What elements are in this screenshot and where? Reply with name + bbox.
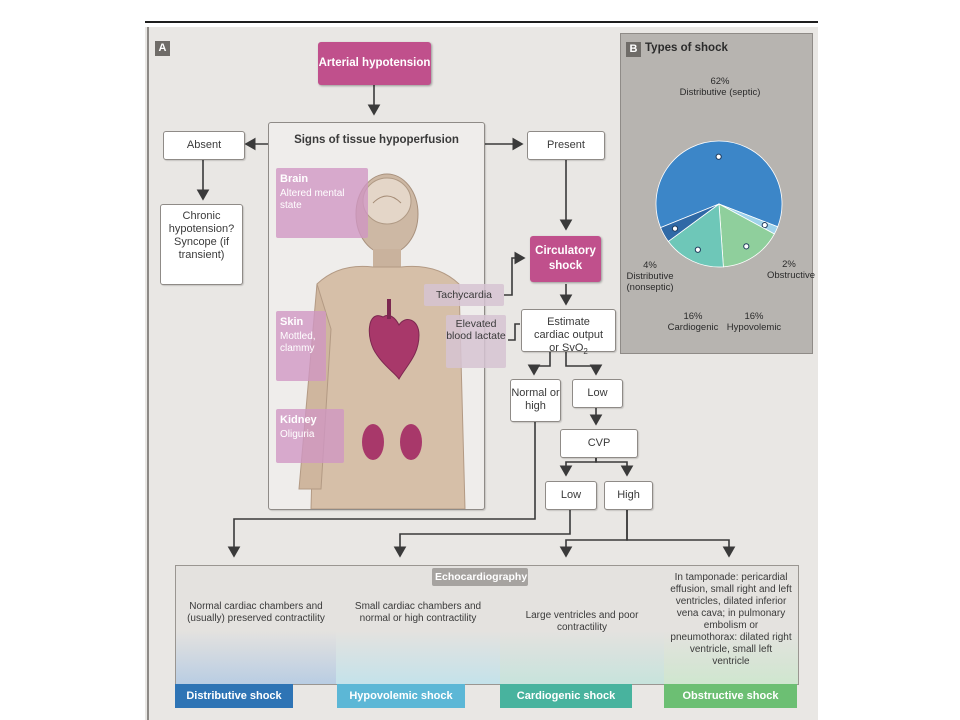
present-box: Present (527, 131, 605, 160)
echo-text-distributive: Normal cardiac chambers and (usually) pr… (187, 601, 325, 624)
chronic-hypotension-box: Chronic hypotension? Syncope (if transie… (160, 204, 243, 285)
estimate-text: Estimate cardiac output or SvO2 (522, 310, 615, 358)
tachycardia-label: Tachycardia (424, 284, 504, 306)
brain-text: Altered mental state (280, 188, 345, 211)
pie-label-obstructive: 2% Obstructive (767, 259, 816, 281)
pie-slice-septic (655, 140, 783, 229)
normal-or-high-text: Normal or high (511, 387, 560, 412)
top-rule (145, 21, 818, 23)
hypovolemic-shock-label: Hypovolemic shock (337, 684, 465, 708)
cvp-box: CVP (560, 429, 638, 458)
nonseptic-label: Distributive (nonseptic) (626, 271, 674, 293)
skin-title: Skin (280, 316, 304, 328)
cardiogenic-label: Cardiogenic (667, 322, 719, 333)
cardiogenic-pct: 16% (683, 311, 703, 322)
skin-label: Skin Mottled, clammy (276, 311, 326, 381)
kidney-title: Kidney (280, 414, 317, 426)
circulatory-shock-text: Circulatory shock (535, 245, 596, 272)
echocardiography-title: Echocardiography (435, 571, 528, 583)
pie-slice-hypovolemic (718, 203, 775, 268)
obstructive-shock-label: Obstructive shock (664, 684, 797, 708)
estimate-subscript: 2 (583, 347, 588, 357)
types-of-shock-pie (655, 140, 783, 268)
pie-slice-cardiogenic (667, 203, 724, 268)
pie-label-hypovolemic: 16% Hypovolemic (719, 311, 789, 333)
chronic-hypotension-text: Chronic hypotension? Syncope (if transie… (168, 210, 235, 261)
nonseptic-pct: 4% (643, 260, 657, 271)
cardiogenic-shock-label: Cardiogenic shock (500, 684, 632, 708)
elevated-lactate-label: Elevated blood lactate (446, 315, 506, 368)
figure-left-edge (147, 27, 149, 720)
high-box: High (604, 481, 653, 510)
arterial-hypotension-box: Arterial hypotension (318, 42, 431, 85)
echocardiography-panel: Normal cardiac chambers and (usually) pr… (175, 565, 799, 685)
echo-text-cardiogenic: Large ventricles and poor contractility (525, 610, 639, 633)
echo-text-hypovolemic: Small cardiac chambers and normal or hig… (354, 601, 482, 624)
pie-label-septic: 62% Distributive (septic) (675, 76, 765, 98)
pie-label-cardiogenic: 16% Cardiogenic (661, 311, 725, 333)
pie-marker-nonseptic (671, 225, 679, 232)
skin-text: Mottled, clammy (280, 331, 316, 354)
septic-label: Distributive (septic) (679, 87, 761, 98)
signs-title: Signs of tissue hypoperfusion (294, 134, 459, 146)
circulatory-shock-box: Circulatory shock (530, 236, 601, 282)
septic-pct: 62% (710, 76, 730, 87)
estimate-box: Estimate cardiac output or SvO2 (521, 309, 616, 356)
echo-col-distributive: Normal cardiac chambers and (usually) pr… (176, 566, 336, 684)
pie-slice-nonseptic (660, 203, 720, 242)
pie-marker-obstructive (761, 222, 768, 229)
brain-label: Brain Altered mental state (276, 168, 368, 238)
distributive-shock-label: Distributive shock (175, 684, 293, 708)
panel-b-title: Types of shock (645, 42, 728, 54)
echo-col-cardiogenic: Large ventricles and poor contractility (500, 566, 664, 684)
obstructive-label: Obstructive (767, 270, 816, 281)
hypovolemic-pct: 16% (744, 311, 764, 322)
panel-b: B Types of shock 62% Distributive (septi… (620, 33, 816, 354)
panel-a-letter: A (155, 41, 170, 56)
echo-title-background (432, 568, 528, 586)
echo-text-obstructive: In tamponade: pericardial effusion, smal… (670, 572, 792, 667)
pie-marker-septic (715, 153, 722, 160)
kidney-label: Kidney Oliguria (276, 409, 344, 463)
panel-b-letter: B (626, 42, 641, 57)
absent-box: Absent (163, 131, 245, 160)
normal-or-high-box: Normal or high (510, 379, 561, 422)
echo-col-obstructive: In tamponade: pericardial effusion, smal… (664, 566, 798, 684)
low-box-1: Low (572, 379, 623, 408)
estimate-label: Estimate cardiac output or SvO (533, 316, 604, 354)
kidney-text: Oliguria (280, 429, 315, 440)
brain-title: Brain (280, 173, 309, 185)
obstructive-pct: 2% (782, 259, 796, 270)
pie-marker-cardiogenic (694, 246, 701, 253)
pie-label-nonseptic: 4% Distributive (nonseptic) (621, 260, 679, 293)
hypovolemic-label: Hypovolemic (726, 322, 782, 333)
low-box-2: Low (545, 481, 597, 510)
pie-marker-hypovolemic (743, 243, 750, 250)
